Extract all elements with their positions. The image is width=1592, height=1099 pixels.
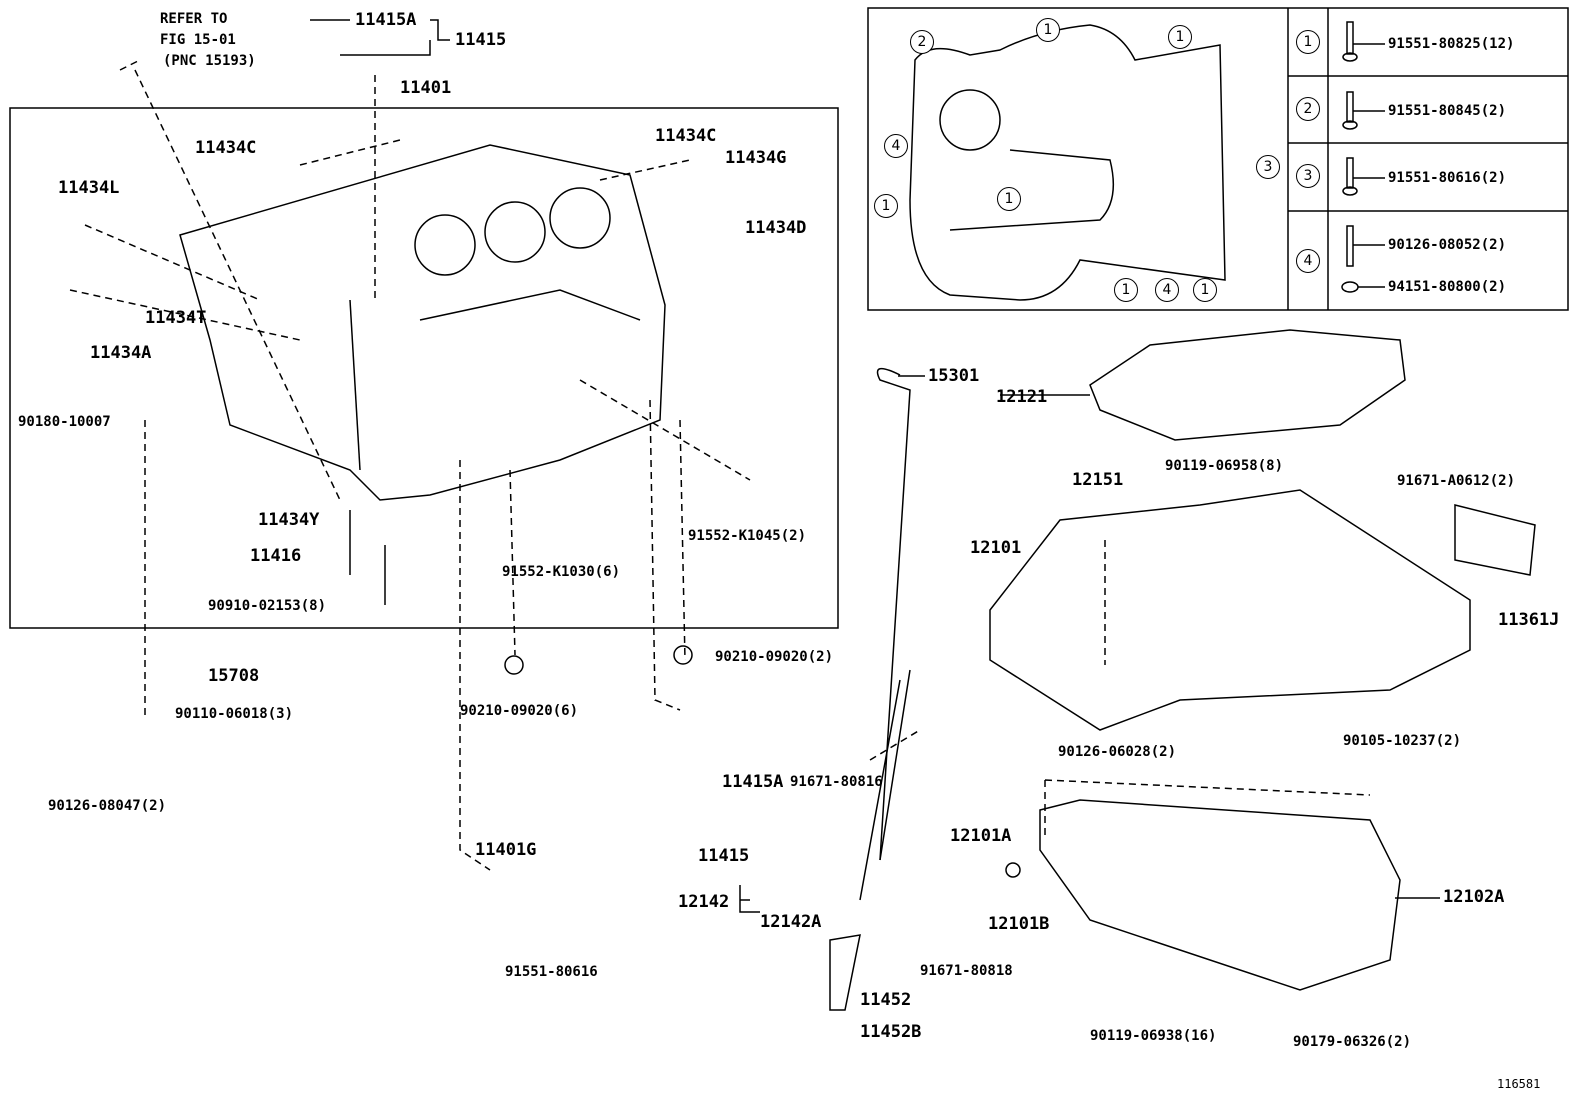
part-label[interactable]: 11434L (58, 178, 120, 198)
part-label[interactable]: 90126-06028(2) (1058, 744, 1177, 760)
inset-callout: 1 (1193, 278, 1217, 302)
part-label[interactable]: 12142A (760, 912, 822, 932)
part-label[interactable]: 12142 (678, 892, 730, 912)
part-label[interactable]: 15708 (208, 666, 260, 686)
part-label[interactable]: 12101B (988, 914, 1050, 934)
part-label[interactable]: 11434T (145, 308, 207, 328)
part-label[interactable]: 11434Y (258, 510, 320, 530)
part-label[interactable]: 12101A (950, 826, 1012, 846)
baffle-plate (1454, 504, 1536, 576)
part-label[interactable]: 11415 (455, 30, 507, 50)
legend-part[interactable]: 91551-80616(2) (1388, 170, 1507, 186)
legend-callout: 1 (1296, 30, 1320, 54)
part-label[interactable]: 11401 (400, 78, 452, 98)
legend-callout: 4 (1296, 249, 1320, 273)
inset-cover-outline (909, 24, 1226, 301)
dipstick (876, 367, 911, 861)
part-label[interactable]: 11415A (722, 772, 784, 792)
legend-part[interactable]: 90126-08052(2) (1388, 237, 1507, 253)
bolt-icon (1342, 157, 1385, 196)
part-label[interactable]: 90210-09020(2) (715, 649, 834, 665)
part-label[interactable]: 90110-06018(3) (175, 706, 294, 722)
part-label[interactable]: 11415 (698, 846, 750, 866)
inset-callout: 1 (997, 187, 1021, 211)
oil-pan-upper (989, 489, 1471, 731)
part-label[interactable]: 90119-06938(16) (1090, 1028, 1217, 1044)
inset-callout: 4 (1155, 278, 1179, 302)
part-label[interactable]: 91551-80616 (505, 964, 598, 980)
legend-part[interactable]: 91551-80825(12) (1388, 36, 1515, 52)
part-label[interactable]: 90179-06326(2) (1293, 1034, 1412, 1050)
part-label[interactable]: 11434C (195, 138, 257, 158)
part-label[interactable]: 91671-80816 (790, 774, 883, 790)
part-label[interactable]: 11361J (1498, 610, 1560, 630)
inset-seal-bore (939, 89, 1001, 151)
inset-callout: 3 (1256, 155, 1280, 179)
part-label[interactable]: 11452 (860, 990, 912, 1010)
legend-callout: 2 (1296, 97, 1320, 121)
oil-pan-upper-gasket (1089, 329, 1406, 441)
part-label[interactable]: 11434G (725, 148, 787, 168)
oil-pan-lower (1039, 799, 1401, 991)
part-label[interactable]: 90180-10007 (18, 414, 111, 430)
refer-note-line-1: REFER TO (160, 11, 228, 27)
inset-callout: 1 (874, 194, 898, 218)
bolt-icon (1342, 91, 1385, 130)
part-label[interactable]: 90910-02153(8) (208, 598, 327, 614)
oil-strainer (829, 934, 861, 1011)
inset-callout: 4 (884, 134, 908, 158)
part-label[interactable]: 11415A (355, 10, 417, 30)
inset-callout: 1 (1036, 18, 1060, 42)
part-label[interactable]: 12102A (1443, 887, 1505, 907)
inset-callout: 1 (1114, 278, 1138, 302)
legend-part[interactable]: 91551-80845(2) (1388, 103, 1507, 119)
inset-callout: 2 (910, 30, 934, 54)
part-label[interactable]: 12101 (970, 538, 1022, 558)
part-label[interactable]: 11401G (475, 840, 537, 860)
part-label[interactable]: 12151 (1072, 470, 1124, 490)
part-label[interactable]: 11416 (250, 546, 302, 566)
part-label[interactable]: 11434C (655, 126, 717, 146)
refer-note-line-2: FIG 15-01 (160, 32, 236, 48)
part-label[interactable]: 91671-A0612(2) (1397, 473, 1516, 489)
part-label[interactable]: 90105-10237(2) (1343, 733, 1462, 749)
bolt-icon (1342, 21, 1385, 62)
part-label[interactable]: 90210-09020(6) (460, 703, 579, 719)
inset-frame (867, 7, 1569, 311)
legend-part[interactable]: 94151-80800(2) (1388, 279, 1507, 295)
nut-icon (1341, 281, 1385, 293)
part-label[interactable]: 12121 (996, 387, 1048, 407)
refer-note-line-3: (PNC 15193) (163, 53, 256, 69)
engine-block-outline (179, 144, 666, 501)
part-label[interactable]: 91671-80818 (920, 963, 1013, 979)
cylinder-block-frame (9, 107, 839, 629)
inset-callout: 1 (1168, 25, 1192, 49)
part-label[interactable]: 15301 (928, 366, 980, 386)
legend-callout: 3 (1296, 164, 1320, 188)
part-label[interactable]: 91552-K1030(6) (502, 564, 621, 580)
part-label[interactable]: 11434D (745, 218, 807, 238)
part-label[interactable]: 91552-K1045(2) (688, 528, 807, 544)
part-label[interactable]: 90126-08047(2) (48, 798, 167, 814)
stud-icon (1346, 225, 1385, 267)
part-label[interactable]: 11452B (860, 1022, 922, 1042)
illustration-id: 116581 (1497, 1077, 1541, 1091)
part-label[interactable]: 11434A (90, 343, 152, 363)
part-label[interactable]: 90119-06958(8) (1165, 458, 1284, 474)
